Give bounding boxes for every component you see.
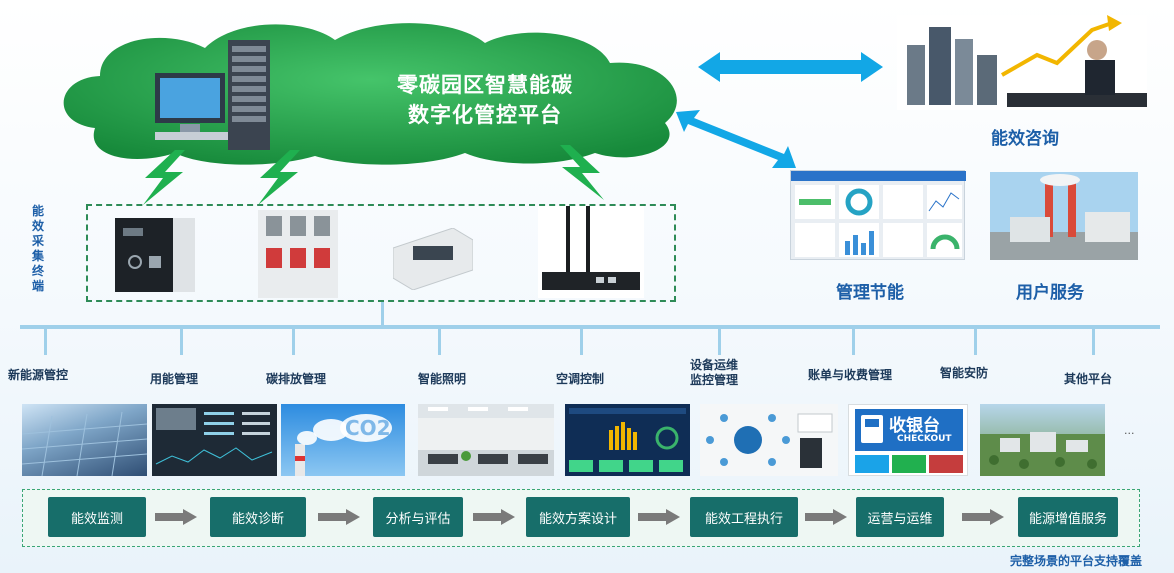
scene-image-campus (980, 404, 1105, 476)
scene-label-security: 智能安防 (940, 366, 989, 380)
consulting-label: 能效咨询 (991, 129, 1059, 149)
more-ellipsis: ... (1124, 424, 1135, 437)
user-service-image (990, 172, 1138, 260)
process-arrow-icon (155, 509, 197, 525)
energy-dashboard-icon (155, 408, 273, 465)
chimney-smoke-icon (295, 414, 392, 476)
step-analysis: 分析与评估 (373, 497, 463, 537)
co2-text: CO2 (345, 416, 391, 440)
user-service-label: 用户服务 (1016, 283, 1084, 303)
management-dashboard-image (790, 170, 966, 260)
campus-icon (980, 432, 1105, 476)
payment-methods-icon (855, 455, 963, 473)
step-value-added: 能源增值服务 (1018, 497, 1118, 537)
bus-tick (180, 325, 183, 355)
process-arrow-icon (805, 509, 847, 525)
platform-title-line1: 零碳园区智慧能碳 (397, 73, 573, 97)
process-arrow-icon (318, 509, 360, 525)
energy-meter-icon (393, 228, 473, 290)
city-business-icon (897, 15, 1147, 110)
scene-image-energy-dashboard (152, 404, 277, 476)
scene-label-new-energy: 新能源管控 (8, 368, 69, 382)
scene-image-co2: CO2 (281, 404, 405, 476)
cloud-shape (63, 23, 677, 165)
step-plan-design: 能效方案设计 (526, 497, 630, 537)
smart-panel-icon (115, 218, 195, 292)
scene-image-office (418, 404, 554, 476)
solar-panel-icon (22, 411, 147, 476)
scene-image-checkout: 收银台 CHECKOUT (848, 404, 968, 476)
pos-terminal-icon (861, 415, 883, 443)
step-operation: 运营与运维 (856, 497, 944, 537)
consulting-image (897, 15, 1147, 110)
coverage-footnote: 完整场景的平台支持覆盖 (1009, 554, 1142, 568)
process-arrow-icon (473, 509, 515, 525)
platform-cloud: 零碳园区智慧能碳 数字化管控平台 (55, 18, 695, 168)
bus-tick (44, 325, 47, 355)
checkout-subtitle: CHECKOUT (897, 434, 952, 444)
bus-connector (381, 302, 384, 326)
bus-tick (974, 325, 977, 355)
dashboard-icon (791, 171, 966, 257)
scene-label-carbon: 碳排放管理 (266, 372, 327, 386)
signal-bolt-icon (560, 145, 604, 200)
checkout-title: 收银台 (889, 416, 940, 436)
office-icon (418, 404, 554, 476)
platform-title-line2: 数字化管控平台 (408, 103, 562, 127)
hvac-dashboard-icon (569, 408, 686, 472)
bus-tick (718, 325, 721, 355)
process-arrow-icon (962, 509, 1004, 525)
signal-bolt-icon (258, 150, 300, 205)
circuit-breaker-icon (258, 210, 338, 298)
scene-label-maintenance: 设备运维 监控管理 (690, 358, 739, 387)
computer-server-icon (155, 40, 270, 150)
bus-tick (852, 325, 855, 355)
bus-tick (580, 325, 583, 355)
process-arrow-icon (638, 509, 680, 525)
collection-terminal-label: 能效采集终端 (31, 204, 44, 293)
scene-image-solar (22, 404, 147, 476)
step-diagnosis: 能效诊断 (210, 497, 306, 537)
signal-bolt-icon (143, 150, 185, 205)
maintenance-flow-icon (706, 413, 833, 468)
scene-image-maintenance (700, 404, 838, 476)
scene-label-hvac: 空调控制 (556, 372, 605, 386)
scene-image-hvac (565, 404, 690, 476)
scene-label-billing: 账单与收费管理 (808, 368, 893, 382)
double-arrow-icon (676, 110, 796, 168)
bus-tick (438, 325, 441, 355)
step-engineering: 能效工程执行 (690, 497, 798, 537)
step-monitoring: 能效监测 (48, 497, 146, 537)
terminal-group (86, 204, 676, 302)
scene-label-other: 其他平台 (1064, 372, 1113, 386)
gateway-router-icon (538, 206, 644, 298)
scene-label-energy-use: 用能管理 (150, 372, 199, 386)
management-label: 管理节能 (836, 283, 904, 303)
bus-tick (292, 325, 295, 355)
double-arrow-icon (698, 52, 883, 82)
scene-label-lighting: 智能照明 (418, 372, 467, 386)
bus-tick (1092, 325, 1095, 355)
data-bus (20, 325, 1160, 329)
power-plant-icon (990, 172, 1138, 260)
